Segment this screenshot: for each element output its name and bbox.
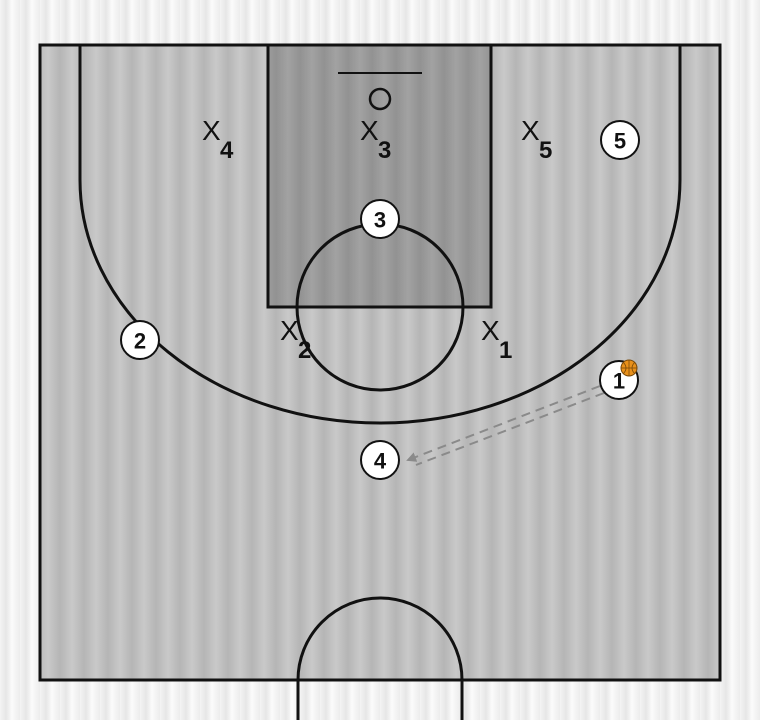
offense-player-5: 5 xyxy=(600,120,640,160)
basket-rim xyxy=(368,87,392,111)
pass-arrow xyxy=(406,385,605,466)
defender-number: 5 xyxy=(539,137,552,164)
defender-x5: X 5 xyxy=(521,115,552,164)
defender-number: 2 xyxy=(298,337,311,364)
offense-player-4: 4 xyxy=(360,440,400,480)
defender-letter: X xyxy=(481,315,500,346)
defender-letter: X xyxy=(280,315,299,346)
defender-x2: X 2 xyxy=(280,315,311,364)
defender-letter: X xyxy=(360,115,379,146)
player-number: 1 xyxy=(613,369,625,394)
three-point-line xyxy=(78,45,682,425)
offense-player-3: 3 xyxy=(360,199,400,239)
key-lines xyxy=(266,43,493,309)
defender-x3: X 3 xyxy=(360,115,391,164)
paint-area xyxy=(268,45,491,307)
center-circle xyxy=(296,596,464,681)
defender-number: 4 xyxy=(220,137,234,164)
defender-x4: X 4 xyxy=(202,115,234,164)
player-number: 4 xyxy=(374,449,387,474)
defender-number: 1 xyxy=(499,337,512,364)
defender-letter: X xyxy=(521,115,540,146)
basketball-icon xyxy=(620,359,638,377)
defender-number: 3 xyxy=(378,137,391,164)
player-number: 3 xyxy=(374,208,386,233)
offense-player-2: 2 xyxy=(120,320,160,360)
player-number: 2 xyxy=(134,329,146,354)
center-circle-extension xyxy=(296,680,464,720)
player-number: 5 xyxy=(614,129,626,154)
defender-x1: X 1 xyxy=(481,315,512,364)
defender-letter: X xyxy=(202,115,221,146)
